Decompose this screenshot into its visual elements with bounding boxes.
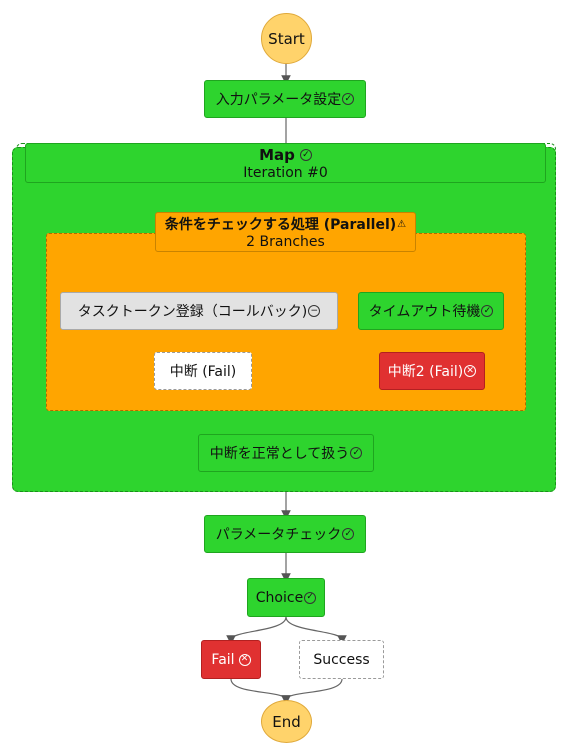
warning-icon: ⚠ (397, 218, 407, 230)
parallel-header[interactable]: 条件をチェックする処理 (Parallel) ⚠ 2 Branches (155, 212, 416, 252)
parallel-title: 条件をチェックする処理 (Parallel) (164, 217, 397, 233)
cancelled-minus-icon: − (308, 305, 321, 317)
failed-cross-icon: ✕ (238, 653, 251, 666)
success-check-icon: ✓ (481, 305, 494, 317)
choice-node[interactable]: Choice ✓ (247, 578, 325, 617)
param-check-label: パラメータチェック (215, 527, 342, 543)
start-label: Start (268, 29, 305, 48)
edge-choice-success (285, 616, 347, 645)
choice-label: Choice (255, 589, 304, 606)
edge-choice-fail (226, 616, 287, 645)
input-params-label: 入力パラメータ設定 (215, 92, 342, 108)
task-token-node[interactable]: タスクトークン登録（コールバック) − (60, 292, 338, 330)
end-node[interactable]: End (261, 700, 312, 743)
success-check-icon: ✓ (299, 149, 312, 161)
treat-abort-normal-node[interactable]: 中断を正常として扱う ✓ (198, 434, 374, 472)
success-check-icon: ✓ (342, 93, 355, 105)
success-check-icon: ✓ (350, 447, 363, 459)
success-node[interactable]: Success (299, 640, 384, 679)
fail-abort-node[interactable]: 中断 (Fail) (154, 352, 252, 390)
fail-abort2-label: 中断2 (Fail) (387, 364, 464, 380)
fail-node[interactable]: Fail ✕ (201, 640, 261, 679)
end-label: End (272, 712, 301, 731)
failed-cross-icon: ✕ (464, 365, 477, 377)
task-token-label: タスクトークン登録（コールバック) (77, 304, 308, 320)
success-check-icon: ✓ (342, 528, 355, 540)
success-label: Success (313, 651, 370, 668)
map-header[interactable]: Map ✓ Iteration #0 (25, 143, 546, 183)
fail-abort2-node[interactable]: 中断2 (Fail) ✕ (379, 352, 485, 390)
map-title: Map (259, 146, 295, 164)
edge-fail-end (230, 678, 291, 705)
timeout-wait-node[interactable]: タイムアウト待機 ✓ (358, 292, 504, 330)
fail-label: Fail (211, 651, 235, 668)
parallel-branches-label: 2 Branches (246, 234, 325, 250)
start-node[interactable]: Start (261, 13, 312, 64)
fail-abort-label: 中断 (Fail) (169, 364, 237, 380)
param-check-node[interactable]: パラメータチェック ✓ (204, 515, 366, 553)
treat-abort-normal-label: 中断を正常として扱う (209, 446, 350, 462)
input-params-node[interactable]: 入力パラメータ設定 ✓ (204, 80, 366, 118)
success-check-icon: ✓ (304, 591, 317, 604)
edge-success-end (281, 678, 343, 705)
timeout-wait-label: タイムアウト待機 (368, 304, 481, 320)
map-iteration-label: Iteration #0 (243, 165, 328, 181)
